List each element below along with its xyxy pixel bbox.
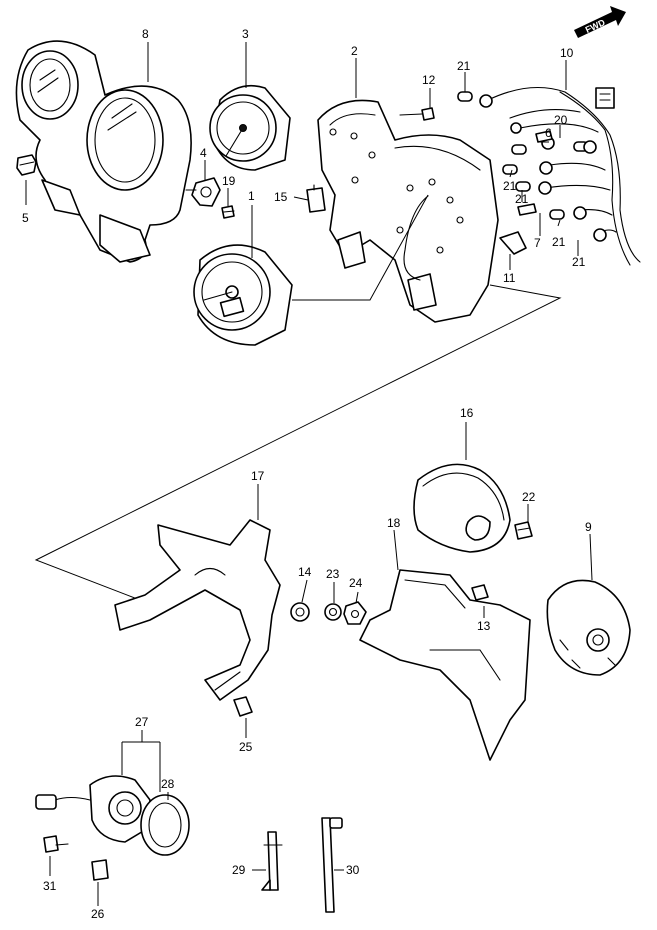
callout-9: 9: [585, 520, 592, 534]
bracket-clip: [499, 231, 527, 255]
bulb-socket: [185, 177, 221, 207]
callout-25: 25: [239, 740, 253, 754]
callout-5: 5: [22, 211, 29, 225]
leader-lines: [25, 42, 593, 906]
callout-21: 21: [552, 235, 566, 249]
callout-24: 24: [349, 576, 363, 590]
wiring-harness: [487, 86, 641, 266]
callout-22: 22: [522, 490, 536, 504]
bracket: [114, 519, 281, 701]
callout-4: 4: [200, 146, 207, 160]
cover: [413, 463, 511, 553]
meter-housing: [317, 99, 499, 323]
callout-6: 6: [545, 126, 552, 140]
bolt: [514, 521, 533, 540]
bolt: [233, 696, 253, 717]
washers-nut: [290, 601, 367, 625]
sensor-assembly: [35, 775, 190, 856]
callout-27: 27: [135, 715, 149, 729]
callout-21: 21: [572, 255, 586, 269]
callout-31: 31: [43, 879, 57, 893]
callout-16: 16: [460, 406, 474, 420]
callout-11: 11: [503, 271, 516, 285]
callout-19: 19: [222, 174, 236, 188]
callout-17: 17: [251, 469, 265, 483]
callout-26: 26: [91, 907, 105, 921]
callout-21: 21: [503, 179, 517, 193]
screw: [221, 205, 235, 219]
clamp: [261, 831, 283, 891]
callout-21: 21: [515, 192, 529, 206]
connector: [306, 184, 326, 213]
lower-cover: [359, 569, 531, 761]
bolt: [471, 584, 489, 601]
guide-line: [292, 194, 429, 301]
cable-tie: [321, 817, 343, 913]
callout-14: 14: [298, 565, 312, 579]
callout-labels: 8 3 2 12 21 10 6 20 4 19 5 1 15 21 21 7 …: [22, 27, 592, 921]
clip: [91, 859, 109, 881]
callout-8: 8: [142, 27, 149, 41]
screws: [517, 130, 553, 216]
callout-21: 21: [457, 59, 471, 73]
callout-3: 3: [242, 27, 249, 41]
callout-7: 7: [534, 236, 541, 250]
callout-15: 15: [274, 190, 288, 204]
screw: [399, 107, 435, 121]
callout-13: 13: [477, 619, 491, 633]
forward-arrow-icon: FWD: [574, 6, 626, 38]
callout-30: 30: [346, 863, 360, 877]
callout-2: 2: [351, 44, 358, 58]
plate: [546, 579, 631, 676]
callout-28: 28: [161, 777, 175, 791]
guide-line: [34, 284, 562, 601]
callout-1: 1: [248, 189, 255, 203]
speedometer: [193, 244, 293, 346]
callout-10: 10: [560, 46, 574, 60]
callout-20: 20: [554, 113, 568, 127]
meter-case: [15, 40, 192, 263]
tachometer: [209, 84, 291, 171]
callout-23: 23: [326, 567, 340, 581]
grommet: [16, 154, 37, 176]
callout-18: 18: [387, 516, 401, 530]
callout-29: 29: [232, 863, 246, 877]
callout-12: 12: [422, 73, 436, 87]
bolt: [43, 835, 69, 853]
